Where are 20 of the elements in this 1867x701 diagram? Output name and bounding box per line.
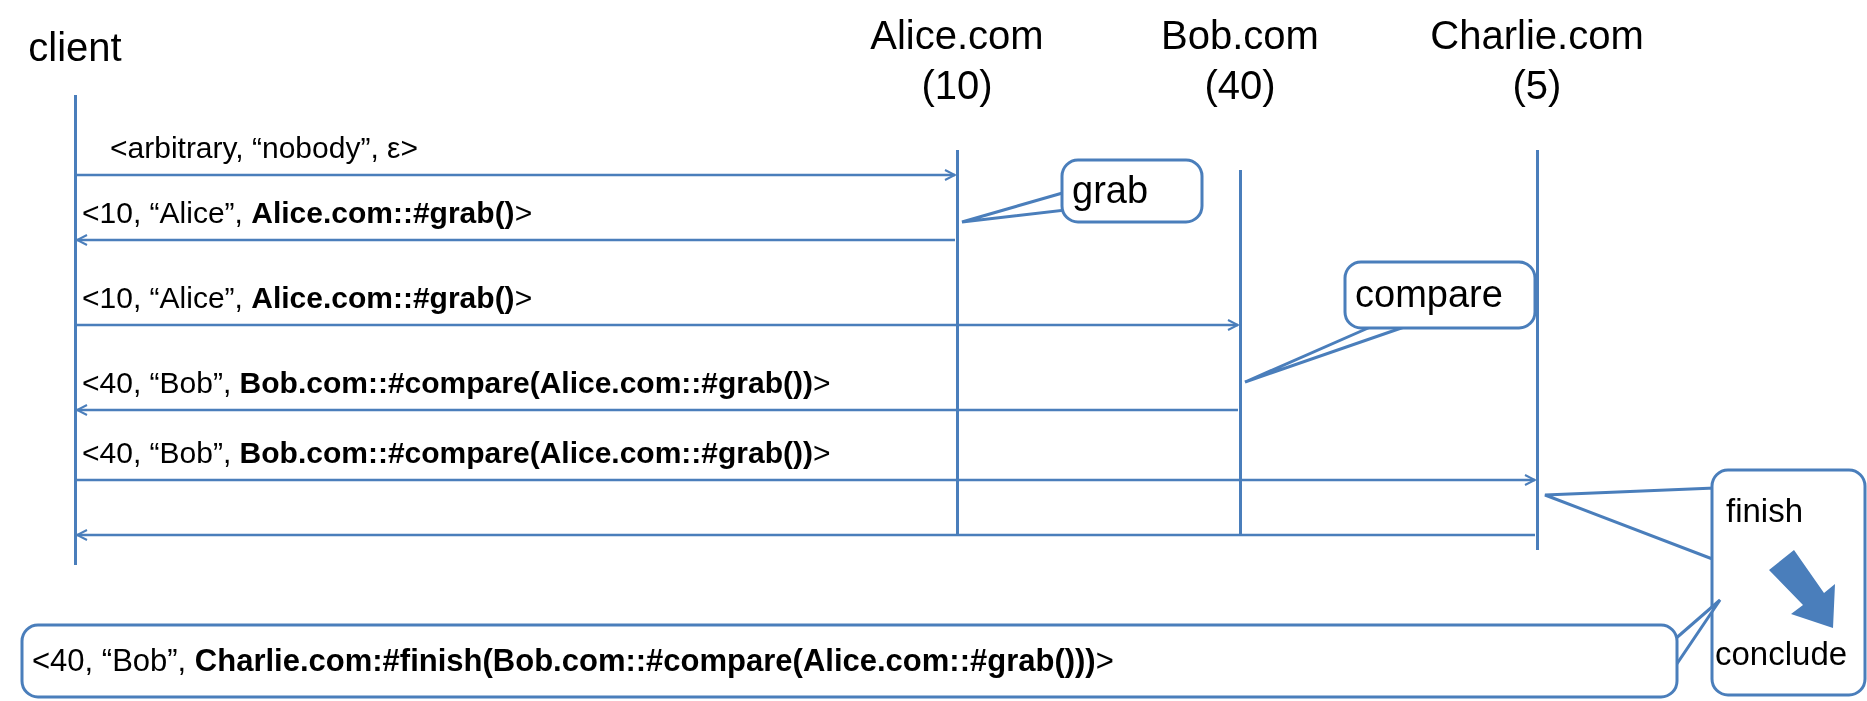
message-arrow	[77, 474, 1536, 486]
participant-label: client	[27, 24, 123, 71]
action-label: finish	[1726, 492, 1804, 530]
message-text: <40, “Bob”, Charlie.com:#finish(Bob.com::#compare(Alice.com::#grab()))>	[32, 643, 1114, 679]
edge-label: <10, “Alice”, Alice.com::#grab()>	[82, 281, 533, 315]
action-label: conclude	[1715, 635, 1848, 673]
message-arrow	[77, 169, 956, 181]
message-arrow	[76, 529, 1535, 541]
participant-label: Bob.com (40)	[1160, 12, 1320, 109]
message-arrow	[77, 319, 1239, 331]
edge-label: <10, “Alice”, Alice.com::#grab()>	[82, 196, 533, 230]
message-arrow	[76, 404, 1238, 416]
edge-label: <40, “Bob”, Bob.com::#compare(Alice.com::#grab())>	[82, 436, 831, 470]
message-arrow	[76, 234, 955, 246]
action-label: grab	[1072, 169, 1149, 212]
action-label: compare	[1355, 273, 1503, 316]
participant-label: Alice.com (10)	[869, 12, 1045, 109]
participant-label: Charlie.com (5)	[1429, 12, 1645, 109]
edge-label: <40, “Bob”, Bob.com::#compare(Alice.com::#grab())>	[82, 366, 831, 400]
edge-label: <arbitrary, “nobody”, ε>	[110, 131, 418, 165]
